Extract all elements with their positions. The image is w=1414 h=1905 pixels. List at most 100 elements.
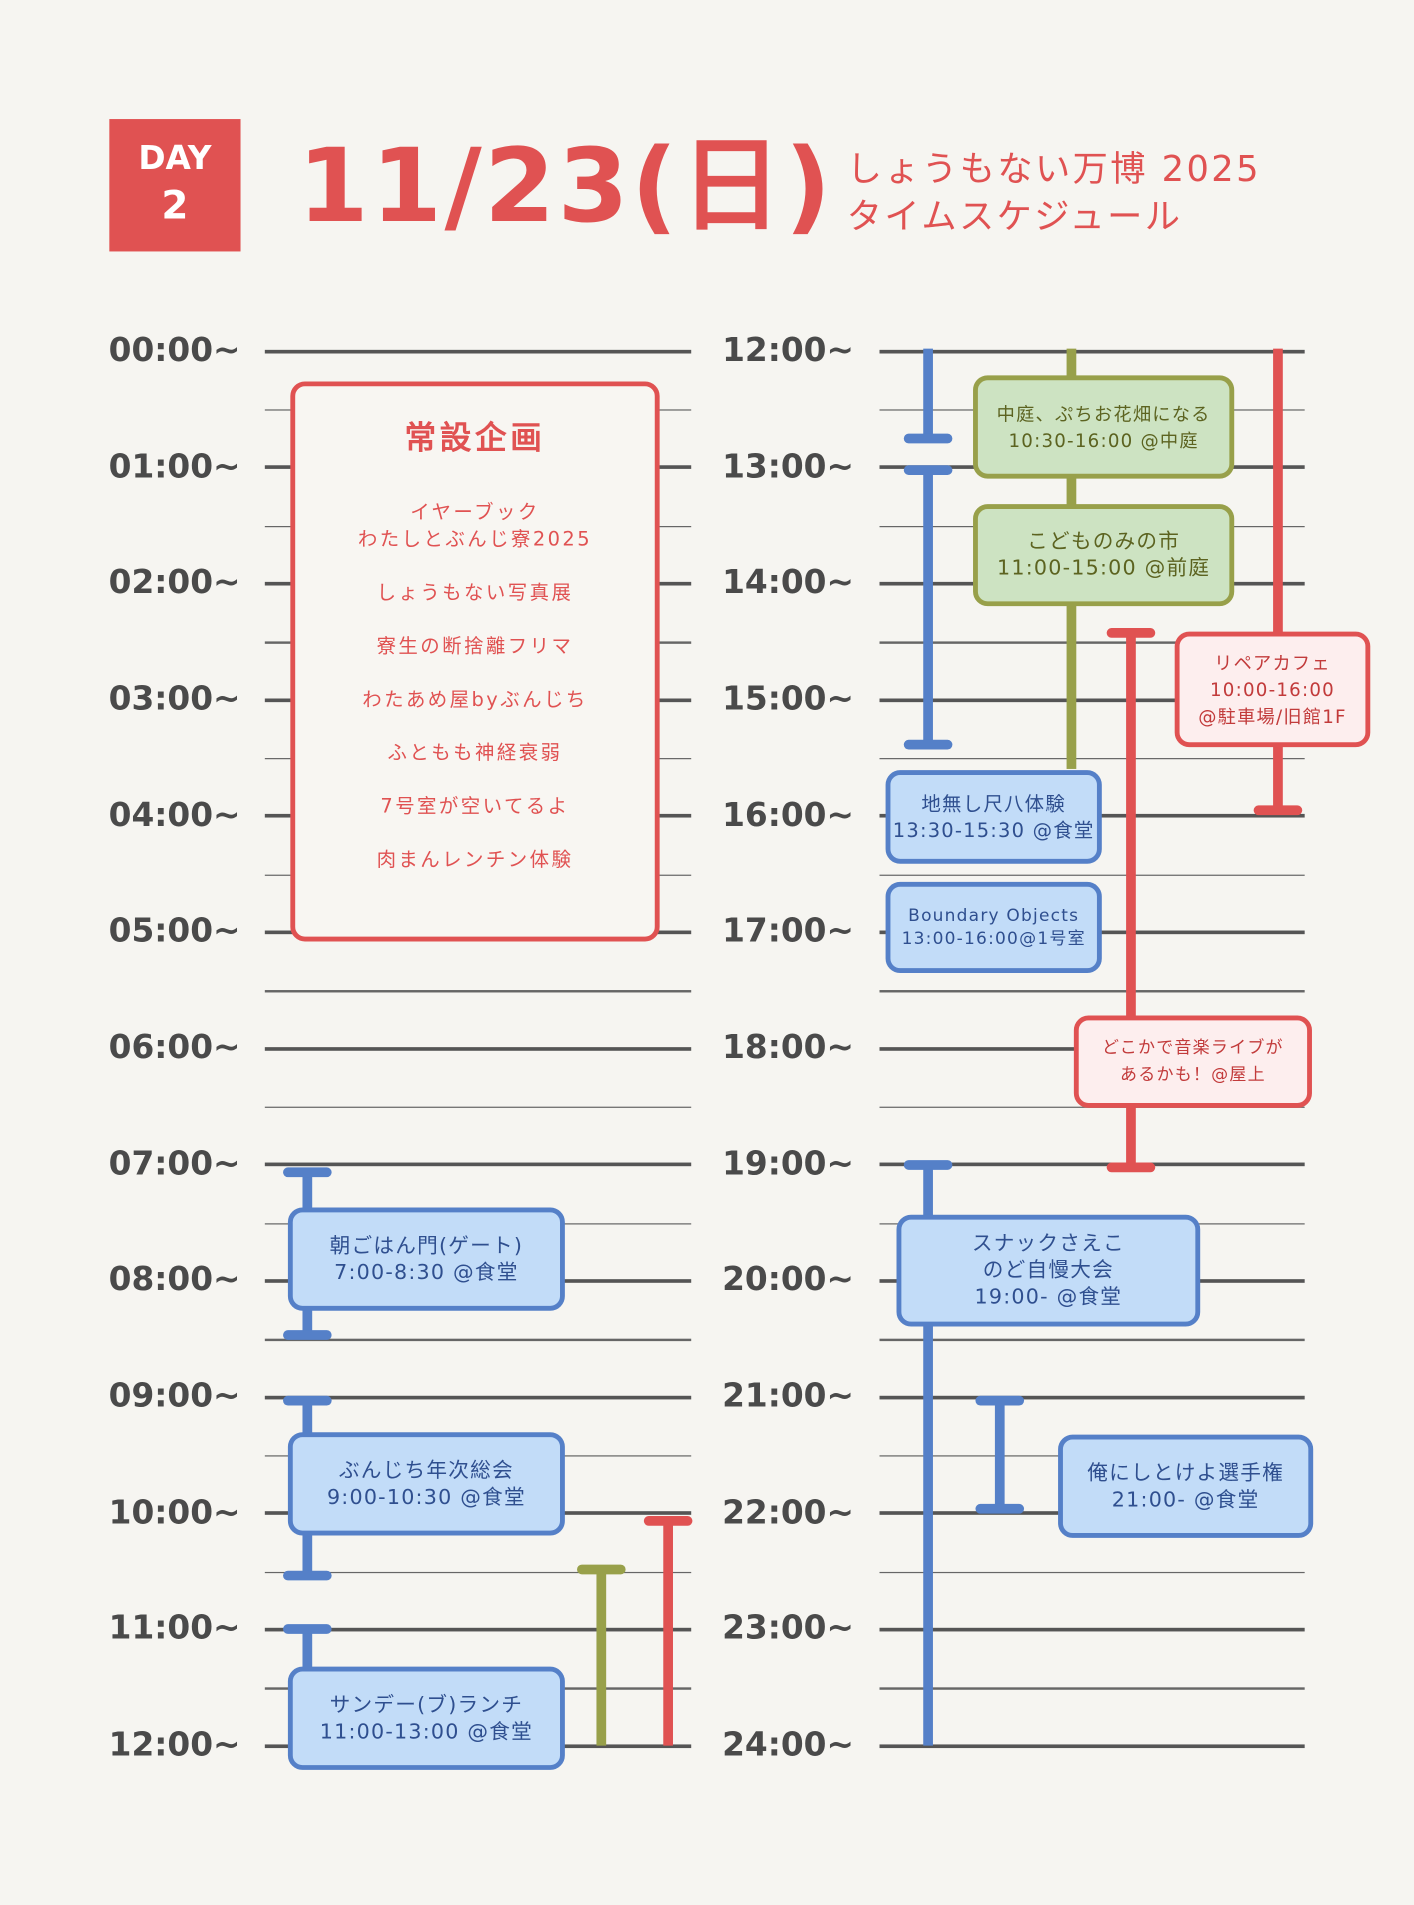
lunch-cap-start <box>283 1624 332 1634</box>
event-snack[interactable]: スナックさえこ のど自慢大会 19:00- @食堂 <box>896 1214 1201 1327</box>
meeting-cap-start <box>283 1395 332 1406</box>
permanent-item: 肉まんレンチン体験 <box>376 847 574 871</box>
time-label: 12:00~ <box>108 1726 241 1764</box>
time-label: 11:00~ <box>108 1610 241 1648</box>
time-label: 16:00~ <box>722 796 854 835</box>
time-label: 22:00~ <box>722 1493 854 1532</box>
event-place: @駐車場/旧館1F <box>1198 705 1347 728</box>
event-detail: 10:00-16:00 <box>1209 678 1335 701</box>
event-boundary-objects[interactable]: Boundary Objects 13:00-16:00@1号室 <box>885 881 1102 974</box>
hour-line <box>264 1627 692 1632</box>
garden-bar-left <box>596 1569 607 1746</box>
time-label: 20:00~ <box>722 1261 854 1300</box>
breakfast-cap-end <box>283 1330 332 1340</box>
hour-line <box>264 1395 692 1399</box>
half-hour-line <box>264 1338 692 1341</box>
time-label: 08:00~ <box>108 1261 241 1300</box>
music-cap-end <box>1106 1162 1156 1173</box>
time-label: 04:00~ <box>108 796 241 835</box>
event-name: リペアカフェ <box>1214 651 1331 674</box>
champion-cap-start <box>975 1395 1025 1406</box>
music-bar <box>1126 632 1136 1168</box>
half-hour-line <box>879 1338 1305 1341</box>
champion-bar <box>994 1400 1005 1509</box>
event-music-live[interactable]: どこかで音楽ライブが あるかも！@屋上 <box>1073 1015 1312 1108</box>
hour-line <box>264 1162 692 1167</box>
event-name: Boundary Objects <box>908 905 1080 926</box>
event-garden[interactable]: 中庭、ぷちお花畑になる 10:30-16:00 @中庭 <box>973 375 1235 479</box>
permanent-item: しょうもない写真展 <box>376 580 574 604</box>
event-name: どこかで音楽ライブが <box>1102 1038 1284 1059</box>
event-repair-cafe[interactable]: リペアカフェ 10:00-16:00 @駐車場/旧館1F <box>1174 631 1371 748</box>
repair-bar-left <box>663 1520 673 1746</box>
event-detail: 13:00-16:00@1号室 <box>901 928 1086 949</box>
time-label: 12:00~ <box>722 331 854 370</box>
event-detail: 11:00-15:00 @前庭 <box>997 556 1211 581</box>
hour-line <box>879 1743 1305 1748</box>
boundary-cap-end <box>903 739 953 750</box>
event-name: スナックさえこ <box>971 1231 1125 1257</box>
half-hour-line <box>879 1571 1305 1574</box>
event-shakuhachi[interactable]: 地無し尺八体験 13:30-15:30 @食堂 <box>885 770 1102 864</box>
permanent-title: 常設企画 <box>404 420 546 457</box>
event-name: ぶんじち年次総会 <box>338 1458 514 1483</box>
event-lunch[interactable]: サンデー(ブ)ランチ 11:00-13:00 @食堂 <box>287 1666 565 1770</box>
repair-bar-right <box>1273 348 1283 811</box>
event-breakfast[interactable]: 朝ごはん門(ゲート) 7:00-8:30 @食堂 <box>287 1207 565 1311</box>
event-name: 地無し尺八体験 <box>921 791 1066 815</box>
hour-line <box>879 1395 1305 1399</box>
lunch-bar <box>302 1629 313 1678</box>
music-cap-start <box>1106 628 1156 638</box>
boundary-cap-start <box>903 465 953 475</box>
time-label: 23:00~ <box>722 1610 854 1648</box>
day-number: 2 <box>161 182 189 229</box>
event-name: 中庭、ぷちお花畑になる <box>996 402 1211 425</box>
permanent-item: わたあめ屋byぶんじち <box>362 687 588 711</box>
snack-cap-start <box>903 1160 953 1170</box>
time-label: 06:00~ <box>108 1028 241 1067</box>
time-label: 09:00~ <box>108 1377 241 1416</box>
breakfast-cap-start <box>283 1167 332 1178</box>
time-label: 24:00~ <box>722 1726 854 1764</box>
time-label: 13:00~ <box>722 447 854 486</box>
time-label: 07:00~ <box>108 1145 241 1183</box>
event-meeting[interactable]: ぶんじち年次総会 9:00-10:30 @食堂 <box>287 1432 565 1536</box>
meeting-cap-end <box>283 1570 332 1581</box>
garden-cap-start <box>577 1564 626 1575</box>
half-hour-line <box>264 990 692 993</box>
time-label: 10:00~ <box>108 1493 241 1532</box>
time-label: 14:00~ <box>722 564 854 602</box>
event-detail: 19:00- @食堂 <box>974 1285 1123 1310</box>
event-kids-market[interactable]: こどものみの市 11:00-15:00 @前庭 <box>973 504 1235 607</box>
half-hour-line <box>879 1687 1305 1690</box>
boundary-bar <box>923 470 933 745</box>
time-label: 03:00~ <box>108 680 241 718</box>
event-name: 俺にしとけよ選手権 <box>1087 1460 1285 1486</box>
schedule-subtitle: タイムスケジュール <box>846 195 1183 237</box>
repair-cap-end <box>1253 805 1303 816</box>
half-hour-line <box>264 1106 692 1109</box>
time-label: 19:00~ <box>722 1145 854 1183</box>
hour-line <box>879 1162 1305 1167</box>
event-name-line2: のど自慢大会 <box>982 1258 1114 1283</box>
half-hour-line <box>879 874 1305 876</box>
half-hour-line <box>879 990 1305 993</box>
lunch-cap-end <box>903 433 953 444</box>
time-label: 05:00~ <box>108 912 241 951</box>
half-hour-line <box>879 757 1305 760</box>
event-title: しょうもない万博 2025 <box>846 148 1261 190</box>
hour-line <box>879 1627 1305 1632</box>
champion-cap-end <box>975 1503 1025 1514</box>
time-label: 15:00~ <box>722 680 854 718</box>
lunch-bar-right <box>923 348 933 439</box>
date-title: 11/23(日) <box>297 126 834 246</box>
hour-line <box>264 349 692 353</box>
hour-line <box>264 1046 692 1051</box>
time-label: 21:00~ <box>722 1377 854 1416</box>
event-detail: 7:00-8:30 @食堂 <box>334 1260 519 1285</box>
repair-cap-start <box>643 1516 693 1526</box>
event-champion[interactable]: 俺にしとけよ選手権 21:00- @食堂 <box>1058 1434 1314 1538</box>
permanent-item: 寮生の断捨離フリマ <box>376 634 574 658</box>
day-label: DAY <box>138 139 212 178</box>
